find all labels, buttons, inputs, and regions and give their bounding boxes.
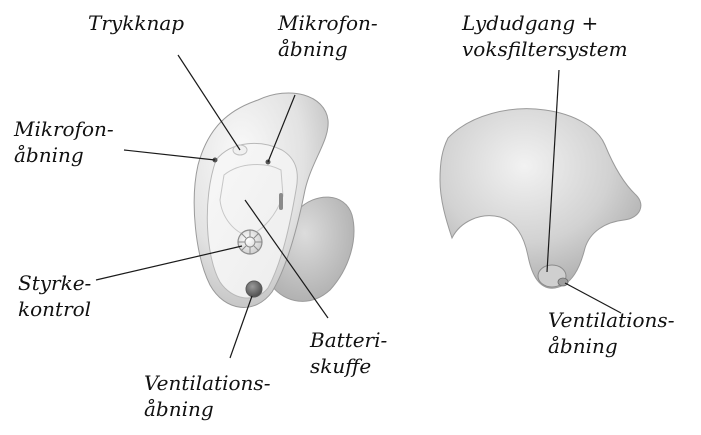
label-styrke-line2: kontrol	[18, 296, 91, 322]
volume-wheel	[238, 230, 262, 254]
right-shell	[440, 109, 641, 288]
label-mikrofon-top: Mikrofon- åbning	[278, 10, 378, 62]
label-ventilation-left-line1: Ventilations-	[144, 370, 270, 396]
label-lydudgang-line2: voksfiltersystem	[462, 36, 628, 62]
label-batteri-line1: Batteri-	[310, 327, 387, 353]
left-hearing-aid	[194, 93, 354, 307]
right-vent-opening	[558, 278, 568, 286]
label-ventilation-left-line2: åbning	[144, 396, 270, 422]
leader-trykknap	[178, 55, 240, 150]
label-trykknap-line1: Trykknap	[88, 11, 184, 35]
vent-opening-left	[246, 281, 262, 297]
label-batteriskuffe: Batteri- skuffe	[310, 327, 387, 379]
label-mikrofon-top-line2: åbning	[278, 36, 378, 62]
label-ventilation-right: Ventilations- åbning	[548, 307, 674, 359]
label-batteri-line2: skuffe	[310, 353, 387, 379]
label-ventilation-left: Ventilations- åbning	[144, 370, 270, 422]
battery-slot-mark	[279, 193, 283, 210]
label-trykknap: Trykknap	[88, 10, 184, 36]
label-ventilation-right-line2: åbning	[548, 333, 674, 359]
label-styrkekontrol: Styrke- kontrol	[18, 270, 91, 322]
label-mikrofon-top-line1: Mikrofon-	[278, 10, 378, 36]
label-mikrofon-left-line1: Mikrofon-	[14, 116, 114, 142]
label-mikrofon-left-line2: åbning	[14, 142, 114, 168]
label-lydudgang: Lydudgang + voksfiltersystem	[462, 10, 628, 62]
label-styrke-line1: Styrke-	[18, 270, 91, 296]
label-mikrofon-left: Mikrofon- åbning	[14, 116, 114, 168]
right-hearing-aid	[440, 109, 641, 288]
label-ventilation-right-line1: Ventilations-	[548, 307, 674, 333]
label-lydudgang-line1: Lydudgang +	[462, 10, 628, 36]
